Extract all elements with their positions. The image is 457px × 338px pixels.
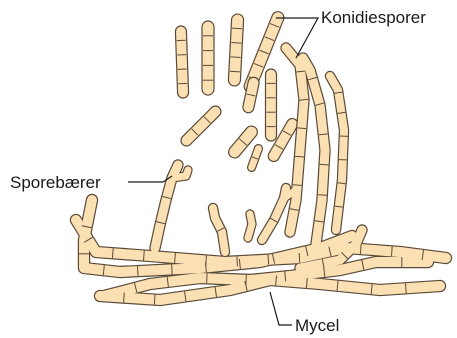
conidium-spore bbox=[179, 104, 224, 149]
conidium-spore bbox=[175, 26, 189, 98]
septum bbox=[299, 253, 300, 263]
septum bbox=[154, 295, 155, 305]
label-conidia: Konidiesporer bbox=[321, 9, 426, 26]
label-mycelium: Mycel bbox=[295, 317, 339, 334]
septum bbox=[405, 283, 406, 293]
conidium-spore bbox=[246, 143, 263, 172]
conidium-spore bbox=[266, 69, 277, 141]
septum bbox=[318, 195, 327, 196]
conidium-spore bbox=[242, 76, 260, 114]
hyphae-group bbox=[76, 48, 446, 305]
conidia-group bbox=[175, 10, 300, 173]
conidium-spore bbox=[202, 21, 214, 95]
conidiophore bbox=[248, 214, 252, 238]
septum bbox=[320, 164, 329, 165]
leader-line-conidiophore bbox=[128, 176, 172, 182]
septum bbox=[268, 255, 269, 265]
conidium-spore bbox=[228, 14, 244, 87]
septum bbox=[124, 293, 125, 303]
septum bbox=[237, 256, 238, 266]
label-conidiophore: Sporebærer bbox=[10, 174, 101, 191]
leader-line-mycelium bbox=[270, 292, 292, 325]
